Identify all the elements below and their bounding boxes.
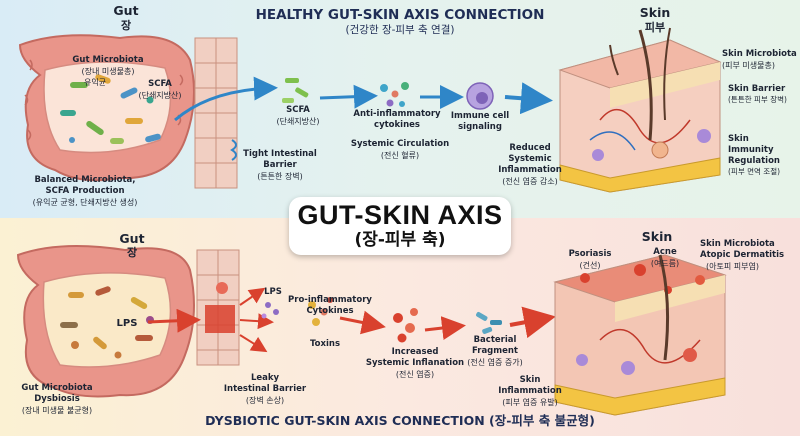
increased-inflammation-label-2: Systemic Inflanation — [365, 358, 465, 368]
bacterial-fragment-label: Bacterial — [473, 335, 517, 345]
pro-cytokines-label: Pro-inflammatory — [288, 295, 372, 305]
anti-cytokines-label: Anti-inflammatory — [353, 109, 441, 119]
immune-signaling-label-2: signaling — [458, 122, 502, 132]
balanced-kr: (유익균 균형, 단쇄지방산 생성) — [32, 198, 138, 207]
probiotics-kr: 유익균 — [83, 78, 107, 87]
skin-immunity-label: Skin — [728, 134, 749, 144]
skin-label-kr: 피부 — [644, 21, 666, 34]
dysbiosis-kr: (장내 미생물 불균형) — [21, 406, 93, 415]
atopic-label: Atopic Dermatitis — [700, 250, 785, 260]
scfa-kr: (단쇄지방산) — [138, 91, 182, 100]
skin-microbiota-kr: (피부 미생물총) — [722, 61, 775, 70]
gut-label-kr: 장 — [120, 19, 132, 32]
inflamed-skin-block — [553, 254, 727, 416]
dys-skin-label: Skin — [641, 229, 673, 244]
systemic-circulation-label: Systemic Circulation — [350, 139, 450, 149]
anti-cytokines-label-2: cytokines — [374, 120, 420, 130]
atopic-kr: (아토피 피부염) — [706, 262, 759, 271]
scfa2-label: SCFA — [286, 105, 310, 115]
skin-barrier-kr: (튼튼한 피부 장벽) — [728, 95, 787, 104]
balanced-label: Balanced Microbiota, — [34, 175, 136, 185]
psoriasis-label: Psoriasis — [568, 249, 612, 259]
skin-inflammation-kr: (피부 염증 유발) — [502, 398, 558, 407]
toxins-label: Toxins — [309, 339, 340, 349]
skin-immunity-label-2: Immunity — [728, 145, 774, 155]
skin-inflammation-label: Skin — [519, 375, 541, 385]
healthy-subtitle: (건강한 장-피부 축 연결) — [345, 24, 455, 36]
immune-signaling-label: Immune cell — [450, 111, 510, 121]
skin-immunity-kr: (피부 면역 조절) — [728, 167, 781, 176]
acne-label: Acne — [653, 247, 677, 257]
center-title-box: GUT-SKIN AXIS (장-피부 축) — [289, 197, 511, 255]
anti-inflammatory-cytokines — [380, 82, 409, 107]
scfa2-kr: (단쇄지방산) — [276, 117, 320, 126]
reduced-inflammation-kr: (전신 염증 감소) — [502, 177, 558, 186]
gut-label: Gut — [113, 3, 139, 18]
scfa-molecules — [282, 78, 309, 103]
dys-gut-label-kr: 장 — [126, 246, 138, 259]
bacterial-fragment-kr: (전신 염증 증가) — [467, 358, 523, 367]
lps-particles — [261, 302, 279, 319]
dysbiotic-title: DYSBIOTIC GUT-SKIN AXIS CONNECTION (장-피부… — [205, 413, 595, 428]
healthy-flow-arrows — [174, 76, 553, 122]
psoriasis-kr: (건선) — [579, 261, 601, 270]
skin-barrier-label: Skin Barrier — [728, 84, 786, 94]
healthy-skin-block — [558, 27, 722, 193]
dysbiotic-flow-arrows — [147, 287, 556, 353]
healthy-title: HEALTHY GUT-SKIN AXIS CONNECTION — [255, 7, 545, 23]
balanced-label-2: SCFA Production — [45, 186, 125, 196]
systemic-inflammation-cells — [393, 308, 418, 343]
skin-label: Skin — [639, 5, 671, 20]
dys-gut-label: Gut — [119, 231, 145, 246]
tight-barrier-label: Tight Intestinal — [243, 149, 317, 159]
systemic-circulation-kr: (전신 혈류) — [380, 151, 420, 160]
leaky-barrier-label-2: Intestinal Barrier — [223, 384, 307, 394]
increased-inflammation-label: Increased — [391, 347, 439, 357]
dys-skin-microbiota-label: Skin Microbiota — [700, 239, 775, 249]
immune-cell — [466, 82, 494, 110]
reduced-inflammation-label-2: Systemic — [508, 154, 552, 164]
increased-inflammation-kr: (전신 염증) — [395, 370, 435, 379]
skin-inflammation-label-2: Inflammation — [498, 386, 562, 396]
leaky-intestinal-wall — [196, 249, 240, 366]
gut-microbiota-kr: (장내 미생물총) — [81, 67, 135, 76]
dysbiosis-label: Gut Microbiota — [21, 383, 93, 393]
lps-label-2: LPS — [264, 287, 282, 297]
acne-kr: (여드름) — [650, 259, 680, 268]
skin-microbiota-label: Skin Microbiota — [722, 49, 797, 59]
healthy-bacteria — [60, 74, 161, 144]
leaky-barrier-kr: (장벽 손상) — [245, 396, 285, 405]
reduced-inflammation-label-3: Inflammation — [498, 165, 562, 175]
bacterial-fragments — [476, 311, 502, 334]
scfa-label: SCFA — [148, 79, 172, 89]
skin-immunity-label-3: Regulation — [728, 156, 780, 166]
center-subtitle: (장-피부 축) — [354, 230, 446, 250]
tight-barrier-kr: (튼튼한 장벽) — [257, 172, 303, 181]
lps-label: LPS — [116, 318, 138, 329]
dysbiotic-bacteria — [60, 286, 154, 359]
gut-microbiota-label: Gut Microbiota — [72, 55, 144, 65]
center-title: GUT-SKIN AXIS — [297, 200, 503, 230]
dysbiosis-label-2: Dysbiosis — [34, 394, 80, 404]
bacterial-fragment-label-2: Fragment — [471, 346, 518, 356]
tight-barrier-label-2: Barrier — [263, 160, 297, 170]
leaky-barrier-label: Leaky — [250, 373, 280, 383]
healthy-intestinal-wall — [194, 37, 238, 189]
reduced-inflammation-label: Reduced — [509, 143, 551, 153]
pro-cytokines-label-2: Cytokines — [306, 306, 354, 316]
pro-inflammatory-cytokines — [308, 297, 333, 326]
